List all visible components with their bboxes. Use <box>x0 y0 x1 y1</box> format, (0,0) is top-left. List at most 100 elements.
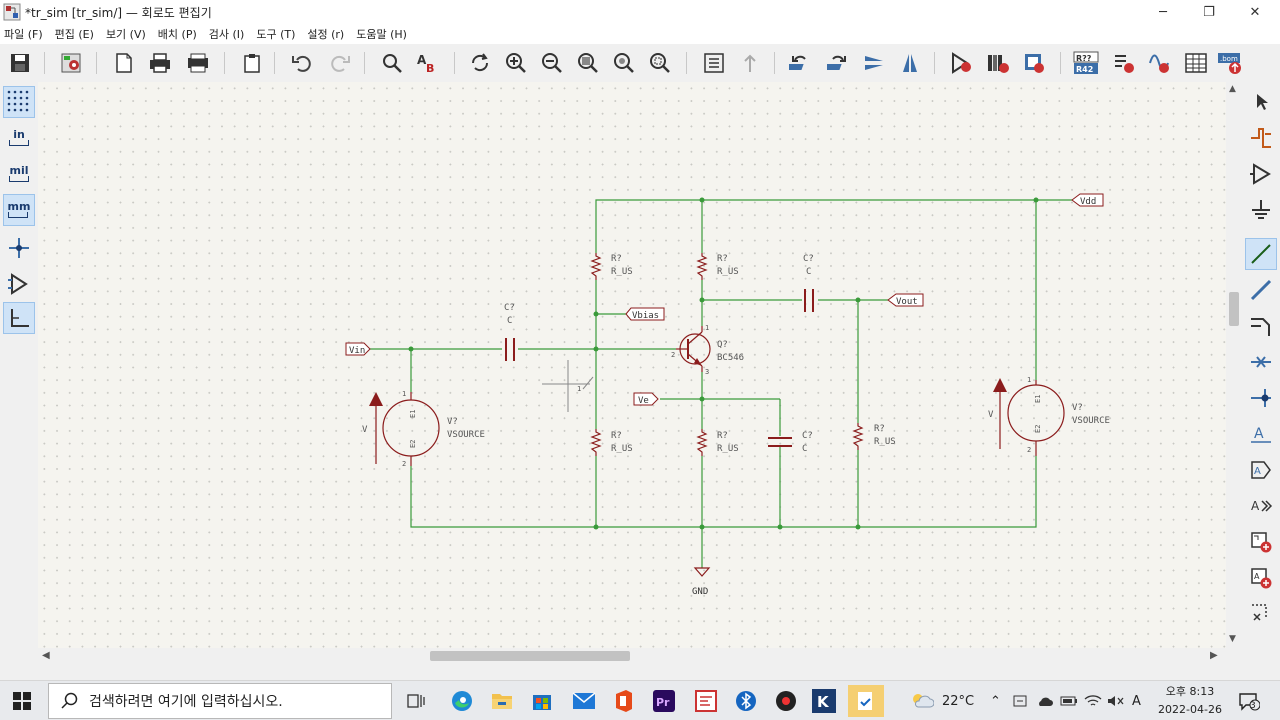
notification-center-icon[interactable]: 3 <box>1238 681 1260 720</box>
bluetooth-app-icon[interactable] <box>730 685 762 717</box>
annotate-icon[interactable]: R??R42 <box>1072 49 1100 77</box>
save-icon[interactable] <box>6 49 34 77</box>
menu-tools[interactable]: 도구 (T) <box>256 28 296 41</box>
scroll-left-icon[interactable]: ◀ <box>42 650 50 661</box>
import-sheet-pin-icon[interactable] <box>1245 598 1277 630</box>
menu-view[interactable]: 보기 (V) <box>105 28 146 41</box>
taskbar-search-box[interactable]: 검색하려면 여기에 입력하십시오. <box>48 683 392 719</box>
add-symbol-icon[interactable] <box>1245 158 1277 190</box>
print-icon[interactable] <box>146 49 174 77</box>
battery-icon[interactable] <box>1060 681 1078 720</box>
taskbar-clock[interactable]: 오후 8:13 2022-04-26 <box>1150 683 1230 719</box>
menu-inspect[interactable]: 검사 (I) <box>208 28 245 41</box>
bus-entry-icon[interactable] <box>1245 310 1277 342</box>
add-wire-icon[interactable] <box>1245 238 1277 270</box>
wifi-icon[interactable] <box>1084 681 1102 720</box>
eeschema-task-icon[interactable] <box>848 685 884 717</box>
capacitor-value: C <box>802 444 807 454</box>
grid-toggle-icon[interactable] <box>3 86 35 118</box>
edge-browser-icon[interactable] <box>446 685 478 717</box>
meet-now-icon[interactable] <box>1012 681 1028 720</box>
menu-place[interactable]: 배치 (P) <box>157 28 197 41</box>
paste-icon[interactable] <box>238 49 266 77</box>
unit-inches-button[interactable]: in <box>3 122 35 154</box>
hierarchy-navigator-icon[interactable] <box>700 49 728 77</box>
wire-angle-icon[interactable] <box>3 302 35 334</box>
kicad-app-icon[interactable] <box>690 685 722 717</box>
task-view-icon[interactable] <box>400 685 432 717</box>
zoom-selection-icon[interactable] <box>646 49 674 77</box>
microsoft-store-icon[interactable] <box>526 685 558 717</box>
add-power-icon[interactable] <box>1245 194 1277 226</box>
undo-icon[interactable] <box>288 49 316 77</box>
ime-indicator[interactable]: A <box>1132 693 1141 709</box>
find-icon[interactable] <box>378 49 406 77</box>
mirror-horizontal-icon[interactable] <box>896 49 924 77</box>
cloud-icon[interactable] <box>1036 681 1054 720</box>
scroll-right-icon[interactable]: ▶ <box>1210 650 1218 661</box>
hidden-pins-icon[interactable] <box>3 268 35 300</box>
add-sheet-icon[interactable] <box>1245 526 1277 558</box>
close-button[interactable]: ✕ <box>1249 4 1261 20</box>
net-label-vdd: Vdd <box>1080 197 1096 207</box>
schematic-canvas[interactable]: R? R_US R? R_US R? R_US R? R_US R? R_US … <box>38 82 1226 648</box>
unit-mm-button[interactable]: mm <box>3 194 35 226</box>
zoom-out-icon[interactable] <box>538 49 566 77</box>
add-global-label-icon[interactable]: A <box>1245 454 1277 486</box>
premiere-pro-icon[interactable]: Pr <box>648 685 680 717</box>
restore-button[interactable]: ❐ <box>1203 4 1215 20</box>
highlight-net-icon[interactable] <box>1245 122 1277 154</box>
office-icon[interactable] <box>608 685 640 717</box>
chevron-up-icon[interactable]: ⌃ <box>990 693 1001 709</box>
zoom-fit-icon[interactable] <box>574 49 602 77</box>
menu-help[interactable]: 도움말 (H) <box>356 28 407 41</box>
add-bus-icon[interactable] <box>1245 274 1277 306</box>
kicad-launcher-icon[interactable]: K <box>808 685 840 717</box>
scroll-down-icon[interactable]: ▼ <box>1229 634 1236 644</box>
zoom-objects-icon[interactable] <box>610 49 638 77</box>
mail-icon[interactable] <box>568 685 600 717</box>
refresh-icon[interactable] <box>466 49 494 77</box>
add-hierarchical-label-icon[interactable]: A <box>1245 490 1277 522</box>
horizontal-scroll-thumb[interactable] <box>430 651 630 661</box>
file-explorer-icon[interactable] <box>486 685 518 717</box>
search-icon <box>61 692 78 709</box>
select-arrow-icon[interactable] <box>1245 86 1277 118</box>
simulator-icon[interactable] <box>1146 49 1174 77</box>
capacitor-ref: C? <box>803 254 814 264</box>
menu-preferences[interactable]: 설정 (r) <box>307 28 345 41</box>
scroll-up-icon[interactable]: ▲ <box>1229 84 1236 94</box>
rotate-cw-icon[interactable] <box>824 49 852 77</box>
plot-icon[interactable] <box>184 49 212 77</box>
vertical-scroll-thumb[interactable] <box>1229 292 1239 326</box>
weather-widget[interactable]: 22°C <box>910 681 974 720</box>
symbol-editor-icon[interactable] <box>948 49 976 77</box>
windows-start-icon[interactable] <box>12 691 32 711</box>
no-connect-icon[interactable] <box>1245 346 1277 378</box>
leave-sheet-icon[interactable] <box>736 49 764 77</box>
add-label-icon[interactable]: A <box>1245 418 1277 450</box>
minimize-button[interactable]: ─ <box>1159 4 1167 20</box>
full-crosshair-icon[interactable] <box>3 232 35 264</box>
rotate-ccw-icon[interactable] <box>786 49 814 77</box>
schematic-setup-icon[interactable] <box>58 49 86 77</box>
unit-mils-button[interactable]: mil <box>3 158 35 190</box>
speaker-muted-icon[interactable] <box>1106 681 1124 720</box>
symbol-library-icon[interactable] <box>984 49 1012 77</box>
erc-icon[interactable] <box>1110 49 1138 77</box>
vertical-scrollbar[interactable]: ▲ ▼ <box>1226 82 1242 648</box>
add-sheet-pin-icon[interactable]: A <box>1245 562 1277 594</box>
horizontal-scrollbar[interactable]: ◀ ▶ <box>38 648 1226 664</box>
bom-export-icon[interactable]: .bom <box>1216 49 1244 77</box>
redo-icon[interactable] <box>326 49 354 77</box>
mirror-vertical-icon[interactable] <box>860 49 888 77</box>
page-settings-icon[interactable] <box>110 49 138 77</box>
menu-file[interactable]: 파일 (F) <box>4 28 43 41</box>
menu-edit[interactable]: 편집 (E) <box>54 28 94 41</box>
add-junction-icon[interactable] <box>1245 382 1277 414</box>
footprint-assign-icon[interactable] <box>1020 49 1048 77</box>
zoom-in-icon[interactable] <box>502 49 530 77</box>
camera-app-icon[interactable] <box>770 685 802 717</box>
bom-table-icon[interactable] <box>1182 49 1210 77</box>
